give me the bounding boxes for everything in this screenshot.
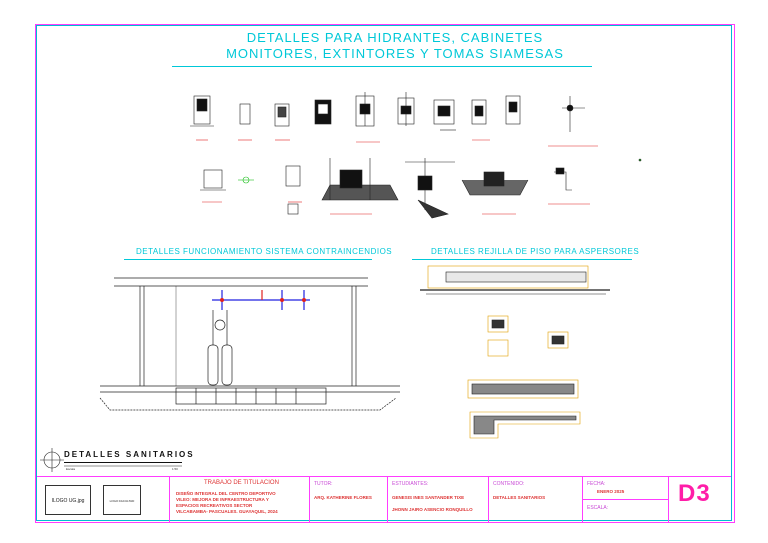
student-2: JHONN JAIRO ASENCIO RONQUILLO [392, 507, 473, 512]
title-underline [172, 66, 592, 67]
tutor-label: TUTOR: [314, 481, 333, 487]
connector-detail [238, 176, 254, 184]
floor-grate-section [420, 265, 610, 439]
logo-university: ILOGO UG.jpg [45, 485, 91, 515]
fire-system-section [99, 277, 400, 411]
nozzle-detail [285, 165, 302, 215]
sheet-code-cell [668, 477, 731, 523]
drawing-frame [36, 25, 732, 521]
detail-row-2 [200, 158, 642, 219]
project-line-1: DISEÑO INTEGRAL DEL CENTRO DEPORTIVO [176, 491, 276, 496]
tutor-name: ARQ. KATHERINE FLORES [314, 495, 372, 500]
date-scale-divider [583, 499, 669, 500]
north-symbol [40, 448, 64, 472]
hydrant-detail-2 [505, 95, 521, 125]
project-heading: TRABAJO DE TITULACION [204, 480, 279, 486]
sheet-title-line2: MONITORES, EXTINTORES Y TOMAS SIAMESAS [226, 46, 564, 61]
project-line-4: VILCABAMBA- PASCUALES. GUAYAQUIL, 2024 [176, 509, 278, 514]
content-label: CONTENIDO: [493, 481, 525, 487]
section-title-fire-system: DETALLES FUNCIONAMIENTO SISTEMA CONTRAIN… [136, 247, 393, 256]
content-value: DETALLES SANITARIOS [493, 495, 546, 500]
tank-section-detail [405, 158, 455, 219]
siamese-detail-2 [433, 99, 456, 131]
logo-faculty: LOGO FACULTAD [103, 485, 141, 515]
section-title-floor-grate: DETALLES REJILLA DE PISO PARA ASPERSORES [431, 247, 640, 256]
pump-section-detail [321, 158, 399, 215]
title-block: ILOGO UG.jpg LOGO FACULTAD TRABAJO DE TI… [37, 476, 731, 523]
siamese-detail-1 [397, 92, 415, 126]
date-scale-cell: FECHA: ENERO 2025 ESCALA: [582, 477, 669, 523]
scale-left-label: Escala [66, 467, 76, 471]
project-cell: TRABAJO DE TITULACION [169, 477, 309, 523]
section-rule-fire-system [124, 259, 372, 260]
hydrant-detail-1 [190, 95, 214, 141]
extinguisher-detail [314, 99, 332, 125]
valve-detail [471, 99, 490, 141]
cabinet-detail-2 [274, 103, 290, 141]
project-line-2: VILEO: MEJORA DE INFRAESTRUCTURA Y [176, 497, 269, 502]
scale-label: ESCALA: [587, 505, 609, 511]
tutor-cell: TUTOR: ARQ. KATHERINE FLORES [309, 477, 387, 523]
drawing-block-title: DETALLES SANITARIOS [64, 450, 195, 459]
date-label: FECHA: [587, 481, 606, 487]
scale-right-label: 1:50 [172, 467, 178, 471]
project-line-3: ESPACIOS RECREATIVOS SECTOR [176, 503, 253, 508]
pipe-detail-1 [548, 96, 598, 147]
date-value: ENERO 2025 [597, 489, 625, 494]
monitor-detail [355, 92, 380, 143]
sheet-code: D3 [678, 480, 711, 507]
content-cell: CONTENIDO: DETALLES SANITARIOS [488, 477, 582, 523]
section-rule-floor-grate [412, 259, 632, 260]
project-description: DISEÑO INTEGRAL DEL CENTRO DEPORTIVO VIL… [176, 491, 294, 515]
sheet-border [35, 24, 735, 523]
drawing-block-rule [64, 462, 182, 463]
detail-row-1 [190, 92, 598, 147]
hose-detail [200, 169, 226, 203]
sheet-title-line1: DETALLES PARA HIDRANTES, CABINETES [246, 30, 544, 45]
cabinet-detail-1 [238, 103, 252, 141]
pipe-detail-2 [548, 167, 590, 205]
students-label: ESTUDIANTES: [392, 481, 429, 487]
students-cell: ESTUDIANTES: GENESIS INES SANTANDER TIXE… [387, 477, 488, 523]
basin-section-detail [461, 171, 529, 215]
student-1: GENESIS INES SANTANDER TIXE [392, 495, 465, 500]
